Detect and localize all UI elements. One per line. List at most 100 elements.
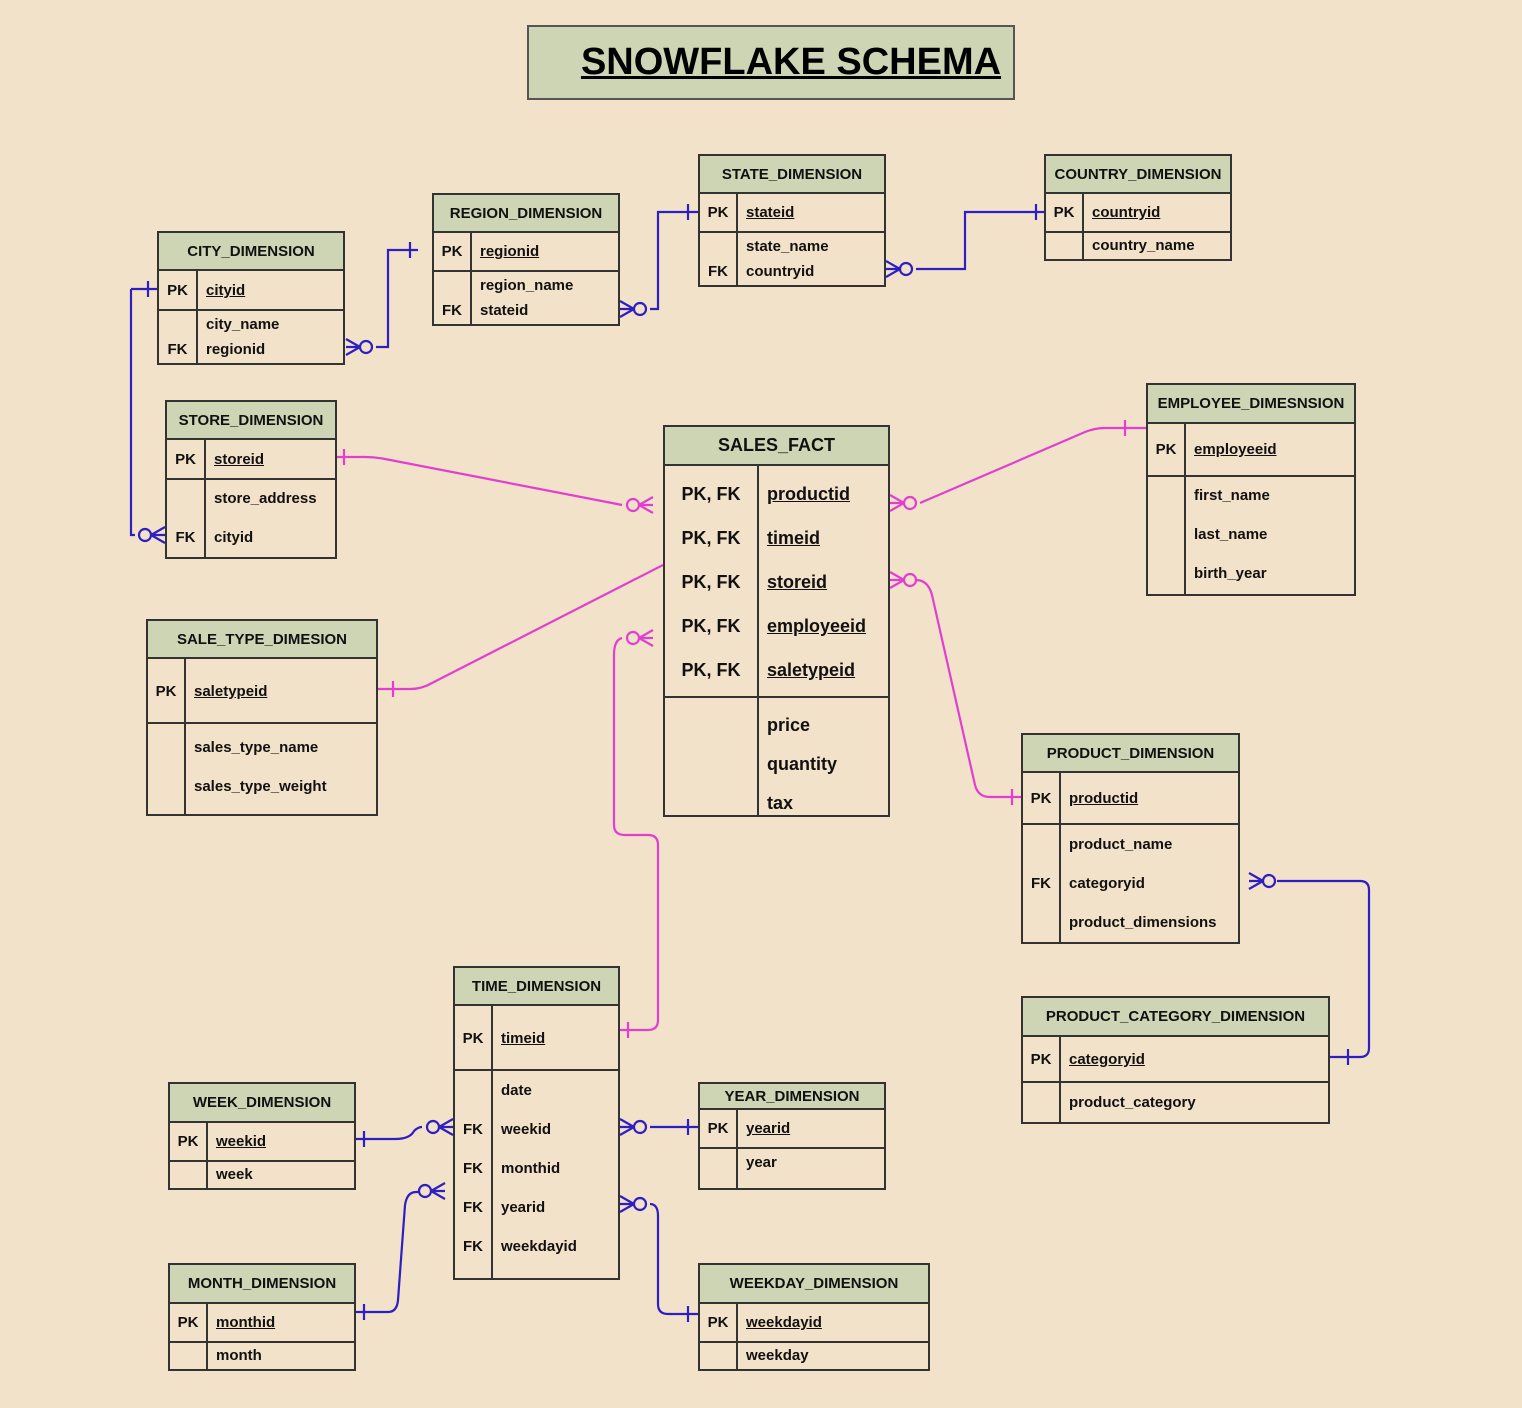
column-name: storeid [767,572,828,593]
column-divider [204,440,206,478]
column-name: categoryid [1069,875,1145,892]
column-divider [196,271,198,309]
column-divider [206,1123,208,1160]
employee-row: first_name [1148,487,1354,506]
key-label: PK [707,204,729,221]
region-title: REGION_DIMENSION [434,195,618,233]
week-row: week [170,1166,354,1185]
relationship-line [612,636,660,1032]
sale-type-row: sales_type_name [148,739,376,758]
zero-marker [632,301,648,317]
zero-marker [625,497,641,513]
month-row: month [170,1347,354,1366]
column-name: year [746,1154,777,1171]
key-label: PK [1030,790,1052,807]
column-divider [1059,1083,1061,1122]
time-title: TIME_DIMENSION [455,968,618,1006]
column-name: timeid [501,1030,546,1047]
employee-row: last_name [1148,526,1354,545]
column-divider [491,1071,493,1278]
crows-foot-marker [619,300,635,318]
relationship-line [356,1125,423,1141]
key-label: FK [463,1160,483,1177]
time-row: date [455,1082,618,1101]
relationship-line [376,248,418,349]
column-divider [736,194,738,231]
relationship-line [919,426,1146,505]
column-name: productid [767,484,850,505]
column-name: employeeid [1194,441,1277,458]
column-name: price [767,715,811,736]
column-name: product_dimensions [1069,914,1217,931]
column-name: birth_year [1194,565,1267,582]
column-name: week [216,1166,253,1183]
column-name: monthid [216,1314,276,1331]
column-divider [470,272,472,324]
column-divider [757,698,759,815]
column-name: product_name [1069,836,1173,853]
column-name: countryid [746,263,815,280]
zero-marker [632,1196,648,1212]
column-name: yearid [501,1199,546,1216]
zero-marker [898,261,914,277]
country-row: country_name [1046,237,1230,256]
relationship-line [129,287,157,537]
city-row: city_name [159,316,343,335]
key-label: FK [463,1238,483,1255]
crows-foot-marker [619,1195,635,1213]
employee-row: birth_year [1148,565,1354,584]
column-name: categoryid [1069,1051,1145,1068]
column-name: weekid [216,1133,267,1150]
key-label: PK [707,1120,729,1137]
key-label: PK, FK [681,660,741,681]
state-title: STATE_DIMENSION [700,156,884,194]
column-divider [1184,424,1186,475]
column-divider [196,311,198,363]
crows-foot-marker [889,571,905,589]
crows-foot-marker [619,1118,635,1136]
column-divider [1082,233,1084,259]
key-label: FK [175,529,196,546]
column-name: countryid [1092,204,1161,221]
column-divider [491,1006,493,1069]
column-name: regionid [206,341,266,358]
key-label: PK [177,1314,199,1331]
column-divider [206,1162,208,1188]
column-divider [1184,477,1186,594]
month-row: PK monthid [170,1314,354,1333]
column-name: saletypeid [767,660,856,681]
zero-marker [632,1119,648,1135]
column-divider [1082,194,1084,231]
key-label: PK, FK [681,616,741,637]
crows-foot-marker [150,526,166,544]
relationship-line [916,210,1044,271]
sales-fact-row: PK, FK saletypeid [665,660,888,682]
column-name: saletypeid [194,683,268,700]
key-label: PK [155,683,177,700]
zero-marker [417,1183,433,1199]
sale-type-row: sales_type_weight [148,778,376,797]
zero-marker [137,527,153,543]
column-name: quantity [767,754,837,775]
